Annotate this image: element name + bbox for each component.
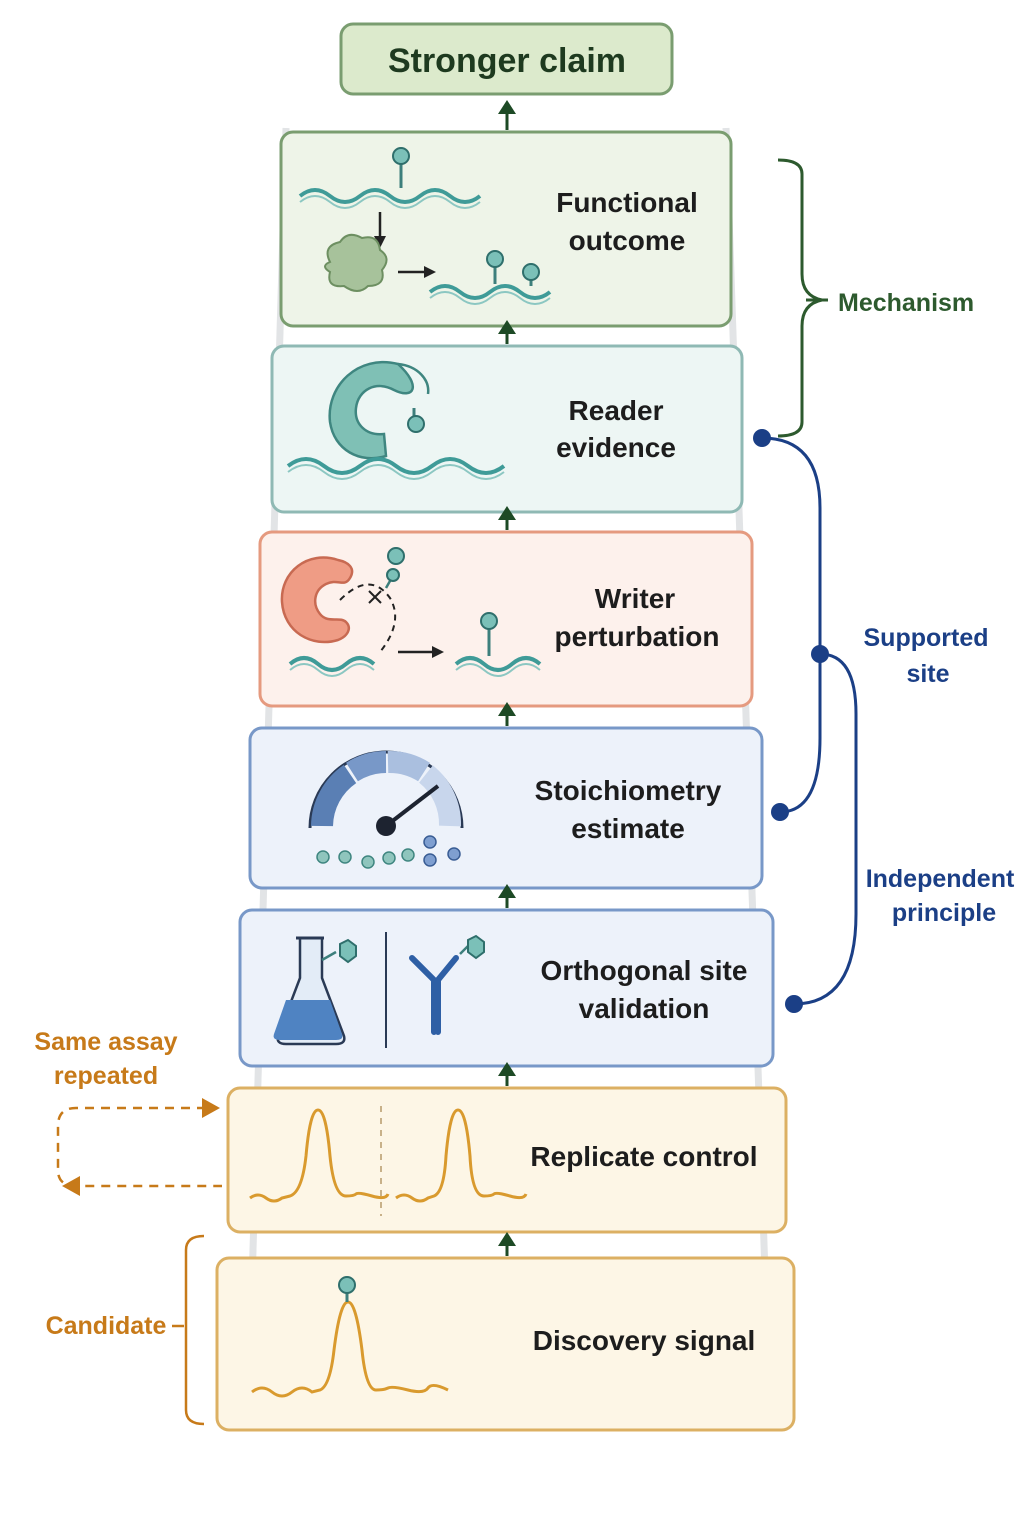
up-arrows (498, 100, 516, 1256)
supported-site-label: Supported (864, 624, 989, 652)
step-label-line: estimate (571, 813, 685, 844)
peak-icon (251, 1276, 449, 1398)
step-box-discovery-signal: Discovery signal (215, 1256, 796, 1432)
same-assay-loop: Same assay repeated (34, 1028, 222, 1196)
same-assay-label: Same assay (34, 1028, 177, 1056)
modified-rna-icon (428, 250, 552, 305)
modified-rna-icon (298, 147, 482, 209)
up-arrow-icon (498, 1062, 516, 1086)
step-label-line: Replicate control (530, 1141, 757, 1172)
step-box-writer-perturbation: Writer perturbation (258, 530, 754, 708)
mechanism-label: Mechanism (838, 289, 974, 317)
step-box-functional-outcome: Functional outcome (279, 130, 733, 328)
step-label-line: validation (579, 993, 710, 1024)
peak-icon (249, 1108, 390, 1203)
flask-icon (273, 936, 357, 1046)
candidate-bracket: Candidate (46, 1234, 205, 1426)
step-label-line: Stoichiometry (535, 775, 722, 806)
up-arrow-icon (498, 884, 516, 908)
independent-principle-connector: Independent principle (785, 645, 1015, 1013)
reader-protein-icon (286, 361, 506, 480)
supported-site-label: site (906, 660, 949, 688)
mechanism-bracket: Mechanism (777, 158, 974, 438)
up-arrow-icon (498, 702, 516, 726)
independent-principle-label: principle (892, 899, 996, 927)
right-arrow-icon (398, 646, 444, 658)
step-label-line: Discovery signal (533, 1325, 756, 1356)
cross-mark-icon (368, 590, 382, 604)
up-arrow-icon (498, 1232, 516, 1256)
up-arrow-icon (498, 320, 516, 344)
step-label-line: Functional (556, 187, 698, 218)
molecule-dots-icon (316, 835, 461, 869)
step-box-replicate-control: Replicate control (226, 1086, 788, 1234)
down-arrow-icon (374, 212, 386, 248)
step-label-line: Orthogonal site (541, 955, 748, 986)
gauge-icon (308, 750, 464, 836)
step-label-line: evidence (556, 432, 676, 463)
candidate-label: Candidate (46, 1312, 167, 1340)
up-arrow-icon (498, 100, 516, 130)
loop-arrowhead-icon (62, 1176, 80, 1196)
right-arrow-icon (398, 266, 436, 278)
modified-rna-icon (454, 612, 542, 677)
same-assay-label: repeated (54, 1062, 158, 1090)
loop-arrowhead-icon (202, 1098, 220, 1118)
independent-principle-label: Independent (866, 865, 1015, 893)
peak-icon (395, 1108, 528, 1203)
supported-site-connector: Supported site (753, 429, 989, 821)
step-label-line: outcome (569, 225, 686, 256)
protein-blob-icon (324, 233, 388, 292)
stronger-claim-label: Stronger claim (388, 42, 626, 80)
up-arrow-icon (498, 506, 516, 530)
stronger-claim-box: Stronger claim (339, 22, 674, 96)
writer-enzyme-icon (280, 547, 405, 677)
step-label-line: Writer (595, 583, 675, 614)
step-label-line: perturbation (555, 621, 720, 652)
step-label-line: Reader (569, 395, 664, 426)
antibody-icon (409, 934, 485, 1035)
